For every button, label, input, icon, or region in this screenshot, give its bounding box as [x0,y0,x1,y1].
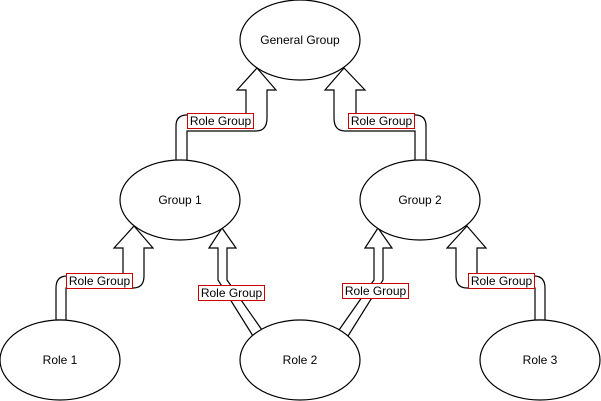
node-label-group-2: Group 2 [398,193,442,207]
edge-label-box-group2-general [348,113,415,129]
node-role-2[interactable] [239,319,361,401]
edge-arrow-role2-group2[interactable] [338,226,394,337]
node-group-1[interactable] [119,159,241,241]
edge-label-role3-group2: Role Group [471,274,533,288]
node-label-role-2: Role 2 [283,353,318,367]
edge-arrow-role2-group1[interactable] [207,226,263,337]
node-role-3[interactable] [479,319,601,401]
node-role-1[interactable] [0,319,121,401]
node-general-group[interactable] [239,0,361,81]
edge-label-box-role2-group1 [198,285,265,301]
edge-label-role1-group1: Role Group [69,274,131,288]
node-label-role-3: Role 3 [523,353,558,367]
edge-label-box-role2-group2 [342,283,409,299]
edge-label-box-group1-general [187,113,254,129]
edge-label-role2-group1: Role Group [201,286,263,300]
node-label-group-1: Group 1 [158,193,202,207]
edge-label-box-role3-group2 [468,273,535,289]
edge-label-box-role1-group1 [66,273,133,289]
edge-label-group2-general: Role Group [351,114,413,128]
node-group-2[interactable] [359,159,481,241]
edge-arrow-role3-group2[interactable] [445,225,546,321]
edge-label-role2-group2: Role Group [345,284,407,298]
edge-arrow-role1-group1[interactable] [55,225,155,321]
node-label-general-group: General Group [260,33,340,47]
node-label-role-1: Role 1 [43,353,78,367]
edge-label-group1-general: Role Group [190,114,252,128]
